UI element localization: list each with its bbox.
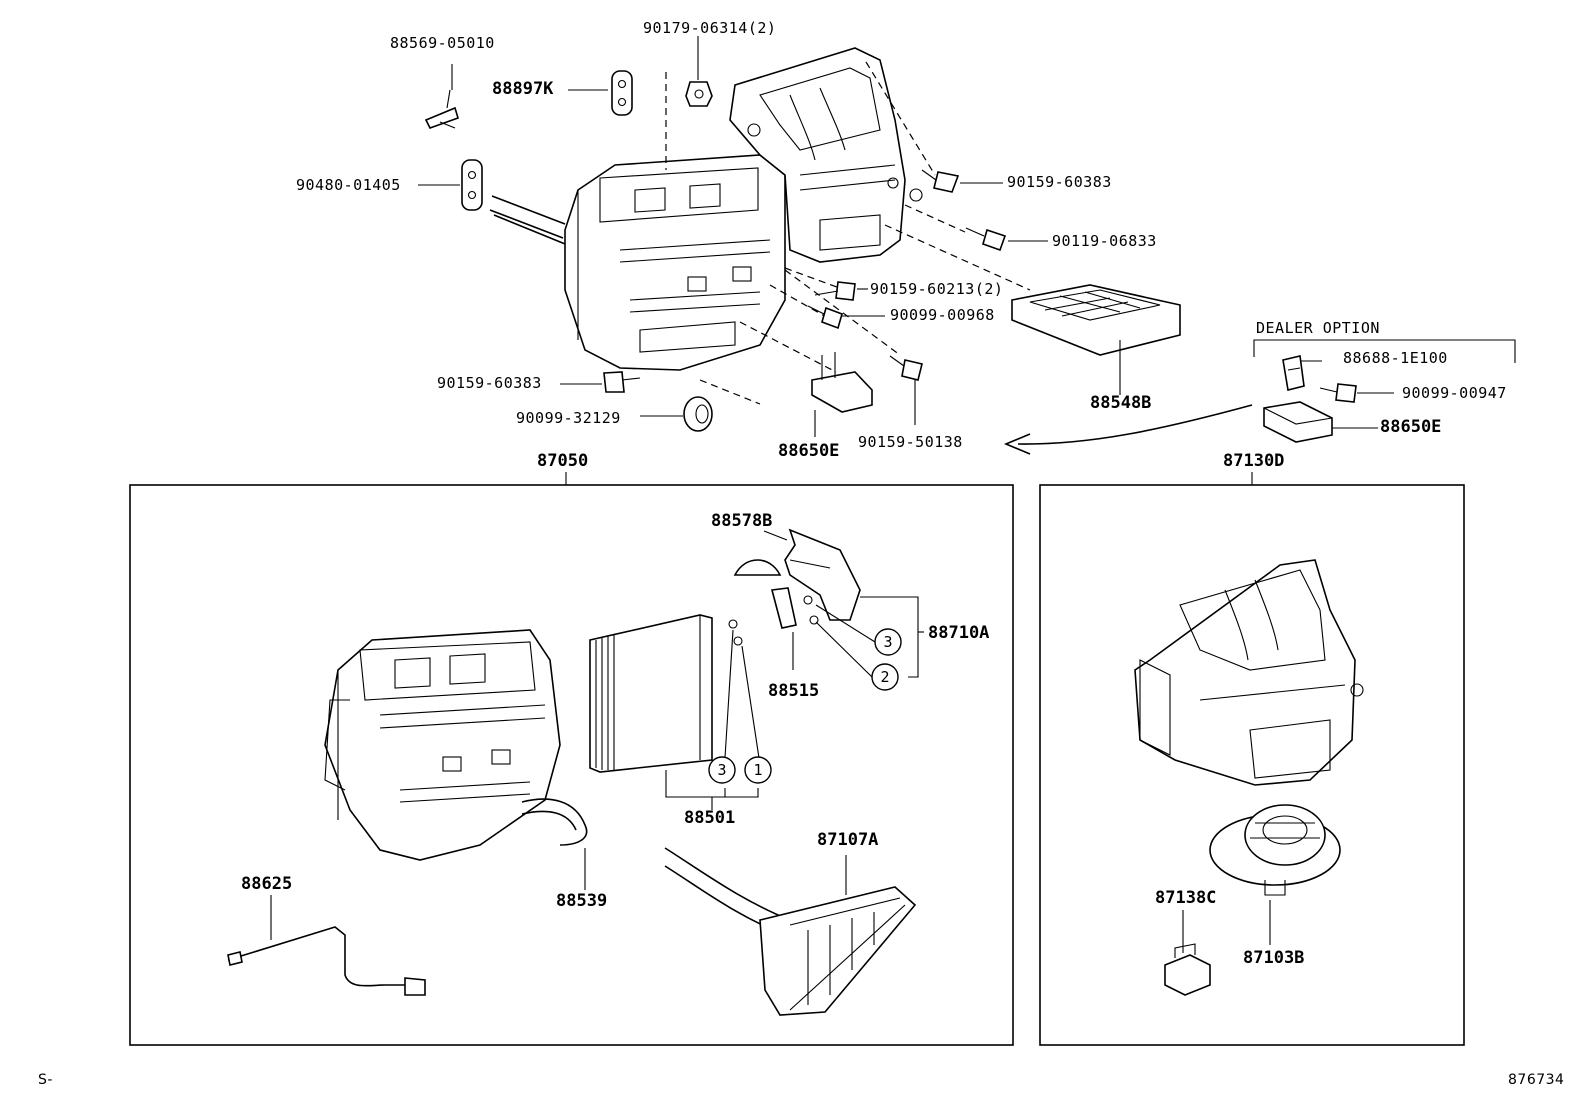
part-90480-01405 [461,159,483,211]
label-90159-50138: 90159-50138 [858,433,963,451]
figure-number: 876734 [1508,1072,1565,1088]
label-90159-60383-top: 90159-60383 [1007,173,1112,191]
assy-87130D-blower-case [1134,559,1364,786]
part-88650E-dealer [1263,401,1333,443]
svg-text:2: 2 [880,668,889,686]
footer-left-mark: S- [38,1072,53,1088]
label-90099-32129: 90099-32129 [516,409,621,427]
part-90099-00947 [1319,383,1357,403]
part-87103B-blower-motor [1209,804,1341,896]
label-87130D: 87130D [1223,451,1285,471]
label-90159-60383-low: 90159-60383 [437,374,542,392]
hvac-unit-main [489,47,923,371]
label-90119-06833: 90119-06833 [1052,232,1157,250]
label-88578B: 88578B [711,511,773,531]
part-88515-thermistor [770,587,797,629]
label-87103B: 87103B [1243,948,1305,968]
svg-text:3: 3 [717,761,726,779]
label-88515: 88515 [768,681,820,701]
part-88539-hose [521,798,588,846]
label-87050: 87050 [537,451,589,471]
part-88625-sensor [227,926,426,996]
part-88578B [733,559,782,576]
label-88539: 88539 [556,891,608,911]
svg-text:1: 1 [753,761,762,779]
label-87107A: 87107A [817,830,879,850]
label-90099-00947: 90099-00947 [1402,384,1507,402]
label-90099-00968: 90099-00968 [890,306,995,324]
part-90159-60213 [814,281,856,301]
label-88650E-main: 88650E [778,441,840,461]
label-87138C: 87138C [1155,888,1217,908]
part-88501-evaporator [589,614,713,773]
part-88897K [611,70,633,116]
part-88548B-filter [1011,284,1181,356]
part-88688-1E100 [1282,355,1305,391]
dealer-option-bracket [1253,339,1516,363]
label-90480-01405: 90480-01405 [296,176,401,194]
dealer-arrow-head [1003,433,1031,455]
part-90119-06833 [965,227,1007,252]
part-87107A-heater-core [664,847,917,1016]
label-88650E-dealer: 88650E [1380,417,1442,437]
part-90159-60383-top [921,169,960,193]
callout-2-88710A: 2 [871,663,899,691]
part-90159-60383-low [603,371,641,393]
label-88548B: 88548B [1090,393,1152,413]
callout-1-88501: 1 [744,756,772,784]
label-88569-05010: 88569-05010 [390,34,495,52]
part-90179-06314 [685,81,713,107]
assy-87050-unit [324,629,561,861]
part-90099-32129 [683,396,713,432]
label-90179-06314: 90179-06314(2) [643,19,777,37]
callout-3-88501: 3 [708,756,736,784]
leader-lines [270,36,1394,953]
part-88710A-expansion-valve [784,528,861,621]
part-88569-05010 [424,89,459,129]
label-88625: 88625 [241,874,293,894]
part-90159-50138 [889,355,923,381]
svg-text:3: 3 [883,633,892,651]
part-87138C-resistor [1164,943,1211,996]
label-90159-60213: 90159-60213(2) [870,280,1004,298]
label-88710A: 88710A [928,623,990,643]
label-88897K: 88897K [492,79,554,99]
part-88650E-main [811,352,873,413]
part-90099-00968 [807,305,843,330]
label-dealer-option: DEALER OPTION [1256,319,1380,337]
group-box-87050 [129,484,1014,1046]
dealer-arrow [1017,404,1253,445]
label-88501: 88501 [684,808,736,828]
callout-3-88710A: 3 [874,628,902,656]
label-88688-1E100: 88688-1E100 [1343,349,1448,367]
